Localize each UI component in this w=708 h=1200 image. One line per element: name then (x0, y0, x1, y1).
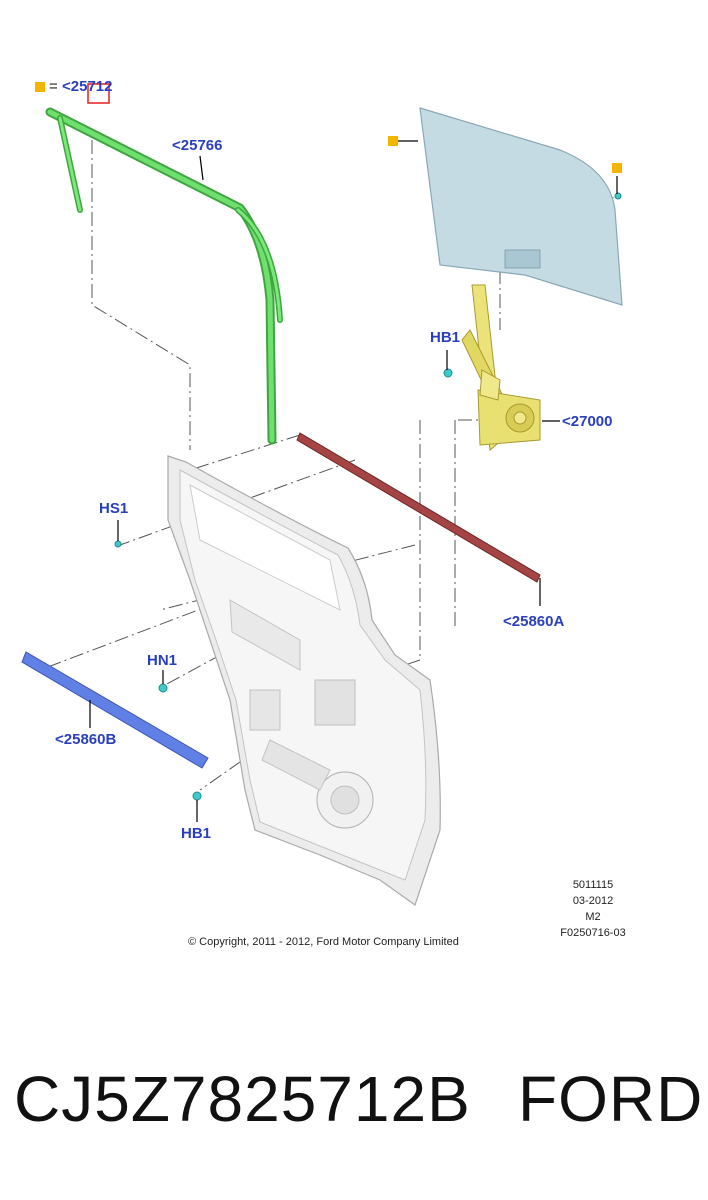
fastener-glass (614, 192, 622, 200)
belt-molding-25860a (296, 432, 541, 583)
callout-25766: <25766 (172, 137, 223, 154)
drawing-revision: M2 (585, 911, 601, 923)
callout-leaders (89, 140, 618, 822)
copyright-notice: © Copyright, 2011 - 2012, Ford Motor Com… (188, 936, 459, 948)
legend-ref-25712: <25712 (62, 78, 113, 95)
belt-molding-25860b (21, 651, 209, 769)
callout-hb1-lower: HB1 (181, 825, 212, 842)
part-number-caption: CJ5Z7825712B (14, 1063, 471, 1135)
glass-marker-icon (388, 136, 398, 146)
weatherstrip-25766 (45, 107, 283, 445)
fastener-hs1 (114, 540, 122, 548)
callout-hn1: HN1 (147, 652, 178, 669)
callout-25860b: <25860B (55, 731, 117, 748)
drawing-number: 5011115 (572, 879, 614, 891)
window-glass (419, 107, 623, 306)
callout-hb1-upper: HB1 (430, 329, 461, 346)
fastener-hn1 (158, 683, 168, 693)
fastener-marker-icon (612, 163, 622, 173)
callout-hs1: HS1 (99, 500, 129, 517)
drawing-id: F0250716-03 (560, 927, 626, 939)
fastener-hb1-lower (192, 791, 202, 801)
callout-27000: <27000 (562, 413, 613, 430)
fastener-hb1-upper (443, 368, 453, 378)
legend-marker-icon (35, 82, 45, 92)
callout-25860a: <25860A (503, 613, 565, 630)
legend-equals: = (49, 78, 58, 95)
window-regulator-27000 (461, 284, 541, 451)
brand-caption: FORD (518, 1063, 704, 1135)
highlight-box (87, 83, 110, 104)
drawing-date: 03-2012 (572, 895, 614, 907)
door-inner-panel (167, 455, 441, 906)
door-exploded-diagram (21, 83, 623, 906)
